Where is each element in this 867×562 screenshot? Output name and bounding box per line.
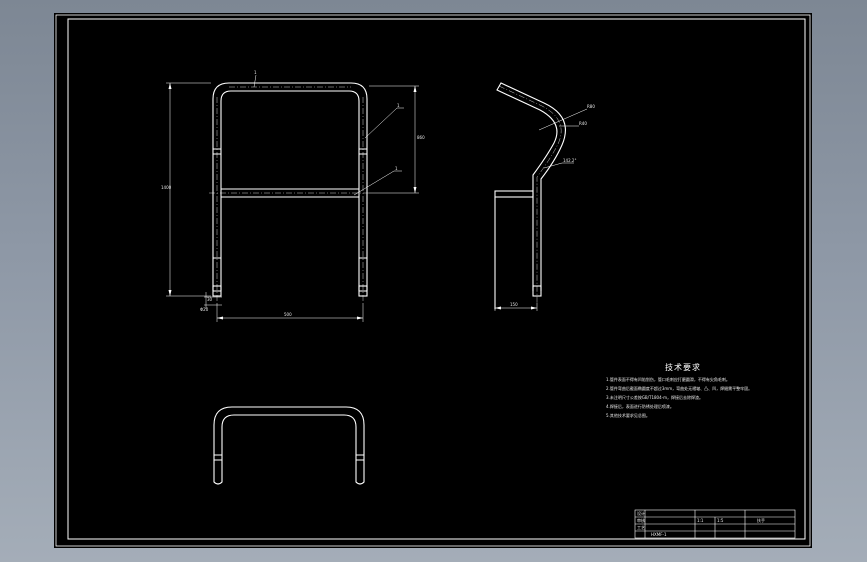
side-view-inner-outline bbox=[496, 89, 558, 292]
arrow bbox=[413, 86, 417, 92]
side-view-centerlines bbox=[498, 85, 562, 303]
cad-viewport[interactable]: 1400 860 500 1 1 1 Φ20 30 R80 R40 142.2°… bbox=[54, 13, 812, 548]
technical-note: 4.焊接后，表面进行防锈处理后喷漆。 bbox=[606, 404, 674, 409]
callout-side-lower-label: 1 bbox=[395, 166, 398, 171]
drawing-code: HXMF-1 bbox=[651, 532, 667, 537]
technical-note: 2.管件弯曲后截面椭圆度不超过3mm，弯曲处无褶皱、凸、凹，焊缝需平整牢固。 bbox=[606, 386, 753, 391]
side-view-top-end bbox=[496, 82, 502, 91]
technical-note: 5.其他技术要求见总图。 bbox=[606, 413, 650, 418]
arrow bbox=[413, 187, 417, 193]
arrow bbox=[357, 316, 363, 320]
leader-line bbox=[538, 108, 588, 131]
drawing-name: 扶手 bbox=[757, 518, 765, 523]
technical-note: 1.管件表面不得有凹陷划伤，管口毛刺应打磨圆滑，不得有尖角毛刺。 bbox=[606, 377, 730, 382]
side-view-outer-outline bbox=[500, 82, 566, 292]
side-angle-label: 142.2° bbox=[563, 158, 577, 163]
arrow bbox=[168, 83, 172, 89]
plug-size-label: 30 bbox=[207, 297, 213, 302]
front-view-dimensions bbox=[166, 74, 419, 322]
leader-line bbox=[253, 74, 257, 88]
callout-side-upper-label: 1 bbox=[397, 103, 400, 108]
inner-border bbox=[67, 18, 806, 540]
top-view-left-end bbox=[213, 481, 223, 485]
outer-border bbox=[55, 14, 811, 547]
drawing-frame bbox=[55, 14, 811, 547]
side-callout-label: R40 bbox=[579, 121, 587, 126]
dim-total-height-label: 1400 bbox=[161, 185, 172, 190]
title-block-row-label: 设计 bbox=[637, 511, 645, 516]
arrow bbox=[217, 316, 223, 320]
title-block bbox=[634, 509, 796, 539]
dimension-arrows bbox=[168, 83, 417, 320]
title-block-row-label: 工艺 bbox=[637, 525, 645, 530]
centerline bbox=[498, 85, 562, 303]
front-view-outer-outline bbox=[212, 82, 368, 292]
top-view-right-end bbox=[355, 481, 365, 485]
title-block-row-label: 审核 bbox=[637, 518, 645, 523]
leader-line bbox=[353, 170, 395, 196]
side-view-dimensions bbox=[494, 108, 588, 311]
front-view-centerlines bbox=[209, 86, 371, 303]
leader-line bbox=[543, 162, 563, 169]
dim-width-label: 500 bbox=[284, 312, 292, 317]
leader-line bbox=[364, 107, 398, 139]
quantity-value: 1:5 bbox=[717, 518, 724, 523]
technical-note: 3.未注明尺寸公差按GB/T1804-m，焊接后去除焊渣。 bbox=[606, 395, 703, 400]
side-view-arrows bbox=[495, 306, 537, 310]
front-view-inner-outline bbox=[220, 90, 360, 292]
top-view-inner-outline bbox=[221, 414, 357, 483]
top-view bbox=[213, 406, 365, 485]
arrow bbox=[531, 306, 537, 310]
dim-upper-height-label: 860 bbox=[417, 135, 425, 140]
tube-spec-label: Φ20 bbox=[200, 307, 209, 312]
side-base-label: 150 bbox=[510, 302, 518, 307]
technical-requirements-title: 技术要求 bbox=[665, 363, 701, 372]
side-view bbox=[494, 82, 566, 310]
callout-top-label: 1 bbox=[254, 70, 257, 75]
front-view bbox=[212, 82, 368, 297]
side-bend-radius-label: R80 bbox=[587, 104, 595, 109]
arrow bbox=[168, 290, 172, 296]
drawing-canvas bbox=[55, 14, 811, 547]
top-view-outer-outline bbox=[213, 406, 365, 483]
arrow bbox=[495, 306, 501, 310]
side-view-foot bbox=[494, 190, 534, 198]
scale-value: 1:1 bbox=[697, 518, 704, 523]
